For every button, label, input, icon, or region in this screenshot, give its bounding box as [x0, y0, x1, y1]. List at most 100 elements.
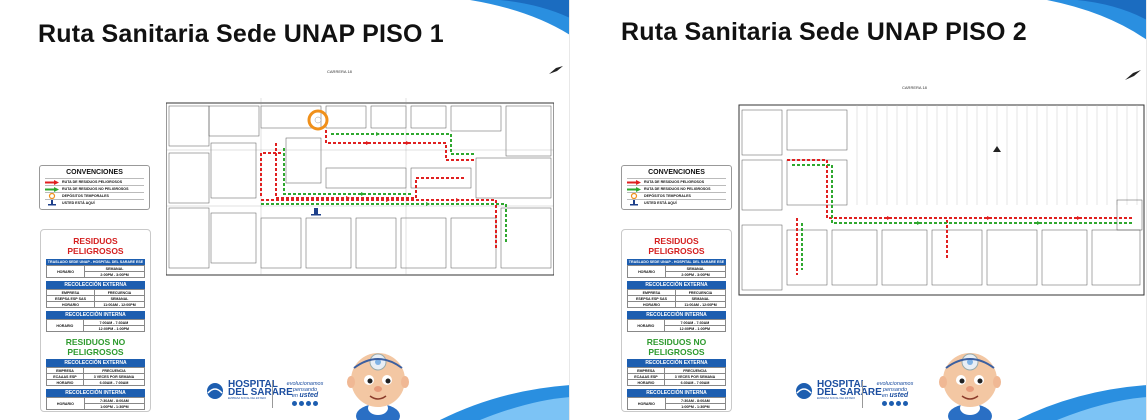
hospital-emblem-icon	[796, 382, 812, 399]
legend-item: USTED ESTÁ AQUÍ	[45, 199, 144, 206]
green-arrow-icon	[45, 186, 59, 192]
slogan-line-2: en	[881, 393, 888, 399]
horario-label: HORARIO	[627, 397, 666, 410]
corner-swoosh-top	[470, 0, 569, 35]
corner-swoosh-bottom	[440, 385, 569, 420]
page-title: Ruta Sanitaria Sede UNAP PISO 1	[38, 20, 444, 48]
red-arrow-icon	[45, 179, 59, 185]
horario-label: HORARIO	[627, 379, 665, 386]
north-arrow-icon	[1125, 70, 1141, 80]
legend-item: RUTA DE RESIDUOS PELIGROSOS	[627, 178, 726, 185]
legend-item: RUTA DE RESIDUOS NO PELIGROSOS	[45, 185, 144, 192]
panel-piso-2: Ruta Sanitaria Sede UNAP PISO 2 CARRERA …	[577, 0, 1147, 420]
legend-label: DEPÓSITOS TEMPORALES	[62, 194, 109, 198]
you-are-here-icon	[45, 200, 59, 206]
horario-label: HORARIO	[45, 301, 96, 308]
transfer-header: TRASLADO SEDE UNAP - HOSPITAL DEL SARARE…	[627, 259, 726, 265]
green-arrow-icon	[627, 186, 641, 192]
hospital-sub: EMPRESA SOCIAL DEL ESTADO	[228, 397, 267, 400]
hospital-logo: HOSPITAL DEL SARARE EMPRESA SOCIAL DEL E…	[204, 379, 293, 400]
slogan-line-1: evolucionamos pensando	[286, 381, 324, 393]
legend-label: USTED ESTÁ AQUÍ	[644, 201, 677, 205]
legend-label: RUTA DE RESIDUOS NO PELIGROSOS	[62, 187, 129, 191]
time-cell: 12:00PM - 1:00PM	[663, 325, 727, 332]
nonhazardous-title: RESIDUOS NO PELIGROSOS	[65, 337, 126, 357]
legend-label: RUTA DE RESIDUOS PELIGROSOS	[644, 180, 705, 184]
horario-label: HORARIO	[627, 319, 665, 332]
slogan: evolucionamos pensando en usted	[862, 381, 924, 408]
hospital-name-2: DEL SARARE	[817, 387, 882, 398]
legend-label: RUTA DE RESIDUOS NO PELIGROSOS	[644, 187, 711, 191]
street-label: CARRERA 18	[902, 85, 927, 90]
legend: CONVENCIONES RUTA DE RESIDUOS PELIGROSOS…	[621, 165, 732, 210]
hospital-logo: HOSPITAL DEL SARARE EMPRESA SOCIAL DEL E…	[793, 379, 882, 400]
legend: CONVENCIONES RUTA DE RESIDUOS PELIGROSOS…	[39, 165, 150, 210]
social-icons	[866, 401, 924, 408]
page-title: Ruta Sanitaria Sede UNAP PISO 2	[621, 18, 1027, 46]
slogan-line-3: usted	[299, 392, 319, 399]
orange-circle-icon	[45, 193, 59, 199]
schedule-card: RESIDUOS PELIGROSOS TRASLADO SEDE UNAP -…	[621, 229, 732, 412]
floor-plan-1	[166, 98, 554, 276]
time-cell: 1:00PM - 1:30PM	[83, 403, 146, 410]
external-header: RECOLECCIÓN EXTERNA	[46, 281, 145, 289]
hospital-sub: EMPRESA SOCIAL DEL ESTADO	[817, 397, 856, 400]
internal-header: RECOLECCIÓN INTERNA	[627, 389, 726, 397]
street-label: CARRERA 18	[327, 69, 352, 74]
time-cell: 6:30AM - 7:00AM	[663, 379, 727, 386]
legend-title: CONVENCIONES	[648, 169, 705, 176]
horario-label: HORARIO	[46, 397, 85, 410]
internal-header: RECOLECCIÓN INTERNA	[46, 389, 145, 397]
time-cell: 12:00PM - 1:00PM	[82, 325, 146, 332]
hospital-name-2: DEL SARARE	[228, 387, 293, 398]
panel-piso-1: Ruta Sanitaria Sede UNAP PISO 1 CARRERA …	[0, 0, 570, 420]
transfer-header: TRASLADO SEDE UNAP - HOSPITAL DEL SARARE…	[46, 259, 145, 265]
orange-circle-icon	[627, 193, 641, 199]
time-cell: 6:30AM - 7:00AM	[82, 379, 146, 386]
corner-swoosh-bottom	[1017, 385, 1146, 420]
hospital-name-1: HOSPITAL	[228, 379, 278, 390]
legend-item: RUTA DE RESIDUOS PELIGROSOS	[45, 178, 144, 185]
hazardous-title: RESIDUOS PELIGROSOS	[648, 236, 705, 256]
social-icons	[276, 401, 334, 408]
hazardous-title: RESIDUOS PELIGROSOS	[67, 236, 124, 256]
corner-swoosh-top	[1047, 0, 1146, 40]
internal-header: RECOLECCIÓN INTERNA	[627, 311, 726, 319]
north-arrow-icon	[549, 66, 563, 74]
external-header: RECOLECCIÓN EXTERNA	[627, 359, 726, 367]
nonhazardous-title: RESIDUOS NO PELIGROSOS	[646, 337, 707, 357]
legend-label: USTED ESTÁ AQUÍ	[62, 201, 95, 205]
legend-item: USTED ESTÁ AQUÍ	[627, 199, 726, 206]
hospital-name-1: HOSPITAL	[817, 379, 867, 390]
floor-plan-2	[738, 104, 1145, 296]
schedule-card: RESIDUOS PELIGROSOS TRASLADO SEDE UNAP -…	[40, 229, 151, 412]
horario-label: HORARIO	[626, 265, 667, 278]
external-header: RECOLECCIÓN EXTERNA	[46, 359, 145, 367]
doctor-mascot-image	[347, 353, 409, 420]
you-are-here-icon	[627, 200, 641, 206]
horario-label: HORARIO	[46, 379, 84, 386]
time-cell: 2:00PM - 3:00PM	[84, 271, 145, 278]
legend-label: RUTA DE RESIDUOS PELIGROSOS	[62, 180, 123, 184]
doctor-mascot-image	[939, 353, 1001, 420]
legend-item: DEPÓSITOS TEMPORALES	[627, 192, 726, 199]
external-header: RECOLECCIÓN EXTERNA	[627, 281, 726, 289]
internal-header: RECOLECCIÓN INTERNA	[46, 311, 145, 319]
hospital-emblem-icon	[207, 382, 223, 399]
horario-label: HORARIO	[46, 319, 84, 332]
slogan: evolucionamos pensando en usted	[272, 381, 334, 408]
time-cell: 11:00AM - 12:00PM	[94, 301, 145, 308]
legend-title: CONVENCIONES	[66, 169, 123, 176]
time-cell: 1:00PM - 1:30PM	[664, 403, 727, 410]
horario-label: HORARIO	[45, 265, 86, 278]
legend-label: DEPÓSITOS TEMPORALES	[644, 194, 691, 198]
